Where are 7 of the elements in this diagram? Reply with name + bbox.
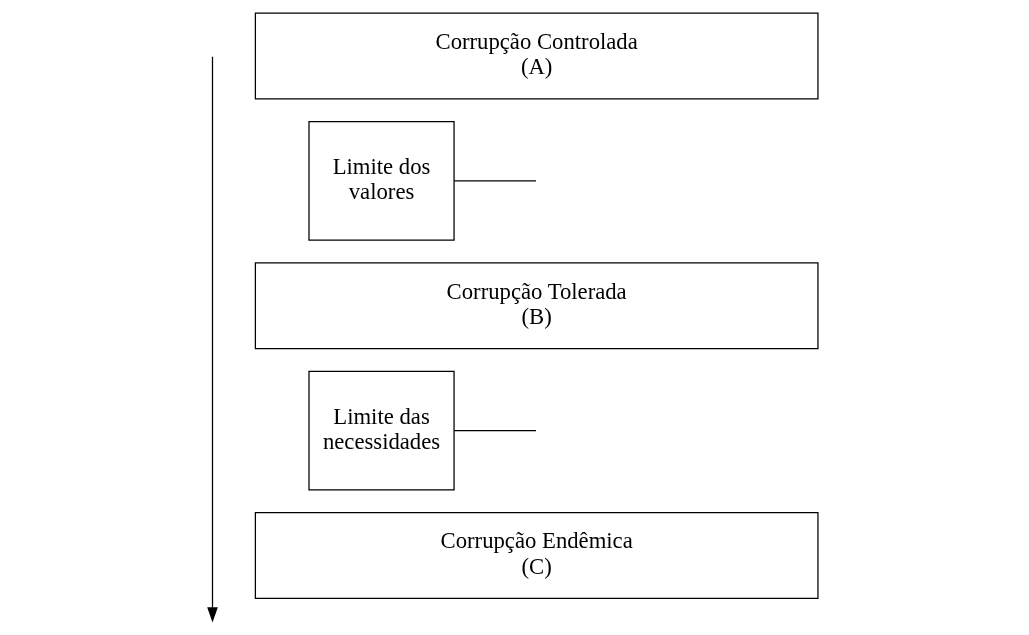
node-box: Corrupção Tolerada (B): [254, 262, 819, 350]
node-box: Limite das necessidades: [307, 370, 455, 491]
node-box: Corrupção Controlada (A): [254, 12, 819, 100]
connector: [453, 429, 537, 432]
connector: [453, 180, 537, 182]
node-box: Limite dos valores: [307, 120, 455, 241]
node-box: Corrupção Endêmica (C): [254, 511, 819, 599]
